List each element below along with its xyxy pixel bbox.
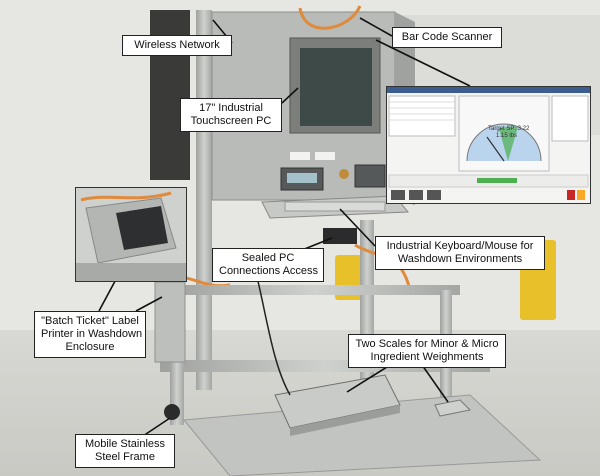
callout-touchscreen-line2: Touchscreen PC	[190, 115, 272, 127]
pointer-keyboard	[339, 208, 376, 247]
callout-bar-code-scanner-text: Bar Code Scanner	[401, 31, 493, 43]
printer-inset	[75, 187, 187, 282]
printer-enclosure	[154, 281, 186, 363]
callout-touchscreen-pc: 17" Industrial Touchscreen PC	[180, 98, 282, 132]
scale-large-edge	[290, 405, 400, 436]
sealed-connector-box	[323, 228, 357, 244]
callout-wireless-network-text: Wireless Network	[134, 39, 220, 51]
monitor-screen	[300, 48, 372, 126]
panel-label-center	[315, 152, 335, 160]
screen-ui-inset: Target SP: 3.22 1.15 lbs	[386, 86, 591, 204]
callout-keyboard-mouse: Industrial Keyboard/Mouse for Washdown E…	[375, 236, 545, 270]
caster-wheel	[164, 404, 180, 420]
callout-scales-line2: Ingredient Weighments	[370, 351, 484, 363]
pointer-scanner	[359, 17, 393, 37]
callout-label-printer-line3: Enclosure	[65, 341, 115, 353]
label-printer	[116, 206, 168, 250]
callout-scales-line1: Two Scales for Minor & Micro	[355, 338, 499, 350]
pointer-printer-frame	[135, 296, 163, 312]
pointer-scale-small	[419, 361, 449, 403]
gauge-value-text: 1.15 lbs	[496, 133, 518, 139]
callout-frame-line1: Mobile Stainless	[84, 438, 166, 450]
frame-rail-upper	[170, 285, 460, 295]
frame-post-left	[196, 10, 212, 390]
callout-sealed-pc: Sealed PC Connections Access	[212, 248, 324, 282]
callout-keyboard-line1: Industrial Keyboard/Mouse for	[386, 240, 534, 252]
screen-ui-graphic	[387, 87, 590, 200]
panel-label-left	[290, 152, 310, 160]
printer-inset-photo	[76, 188, 186, 281]
scale-small	[434, 399, 472, 417]
pointer-screen-inset	[375, 39, 471, 87]
callout-keyboard-line2: Washdown Environments	[397, 253, 523, 265]
panel-meter-right	[354, 164, 386, 188]
panel-meter-left-display	[287, 173, 317, 183]
callout-steel-frame: Mobile Stainless Steel Frame	[75, 434, 175, 468]
callout-wireless-network: Wireless Network	[122, 35, 232, 56]
callout-label-printer-line2: Printer in Washdown	[41, 328, 143, 340]
keyboard	[284, 201, 386, 212]
callout-label-printer: "Batch Ticket" Label Printer in Washdown…	[34, 311, 146, 358]
callout-sealed-pc-line1: Sealed PC	[241, 252, 295, 264]
cable-top	[298, 5, 362, 30]
callout-sealed-pc-line2: Connections Access	[219, 265, 319, 277]
callout-two-scales: Two Scales for Minor & Micro Ingredient …	[348, 334, 506, 368]
pointer-touchscreen	[281, 87, 299, 104]
callout-frame-line2: Steel Frame	[95, 451, 155, 463]
panel-connector	[339, 169, 349, 179]
callout-touchscreen-line1: 17" Industrial	[199, 102, 263, 114]
callout-bar-code-scanner: Bar Code Scanner	[392, 27, 502, 48]
callout-label-printer-line1: "Batch Ticket" Label	[41, 315, 139, 327]
gauge-target-text: Target SP: 3.22	[488, 126, 530, 132]
